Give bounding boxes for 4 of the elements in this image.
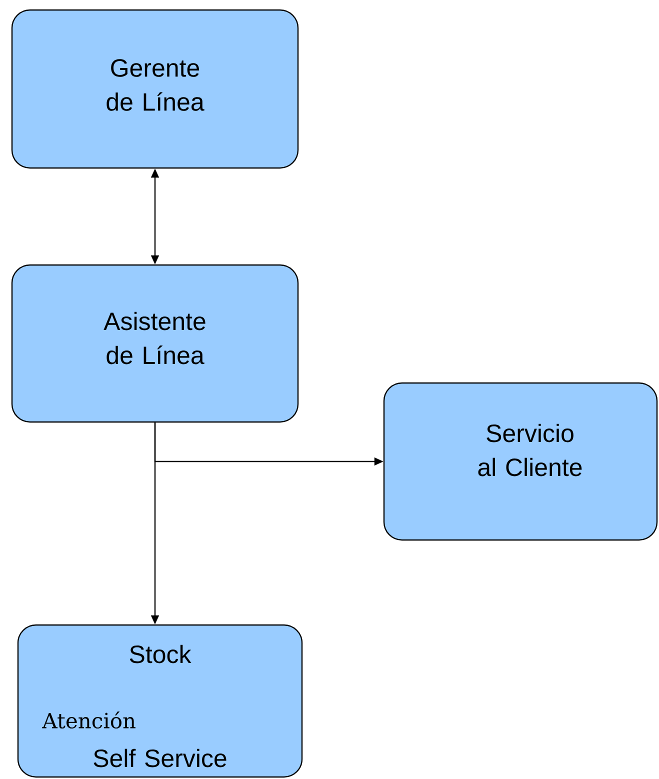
process-box: Asistente de Línea [11, 264, 299, 423]
process-box: Servicio al Cliente [383, 382, 658, 541]
process-box: Stock Atención Self Service [17, 624, 303, 778]
process-box: Gerente de Línea [11, 9, 299, 169]
